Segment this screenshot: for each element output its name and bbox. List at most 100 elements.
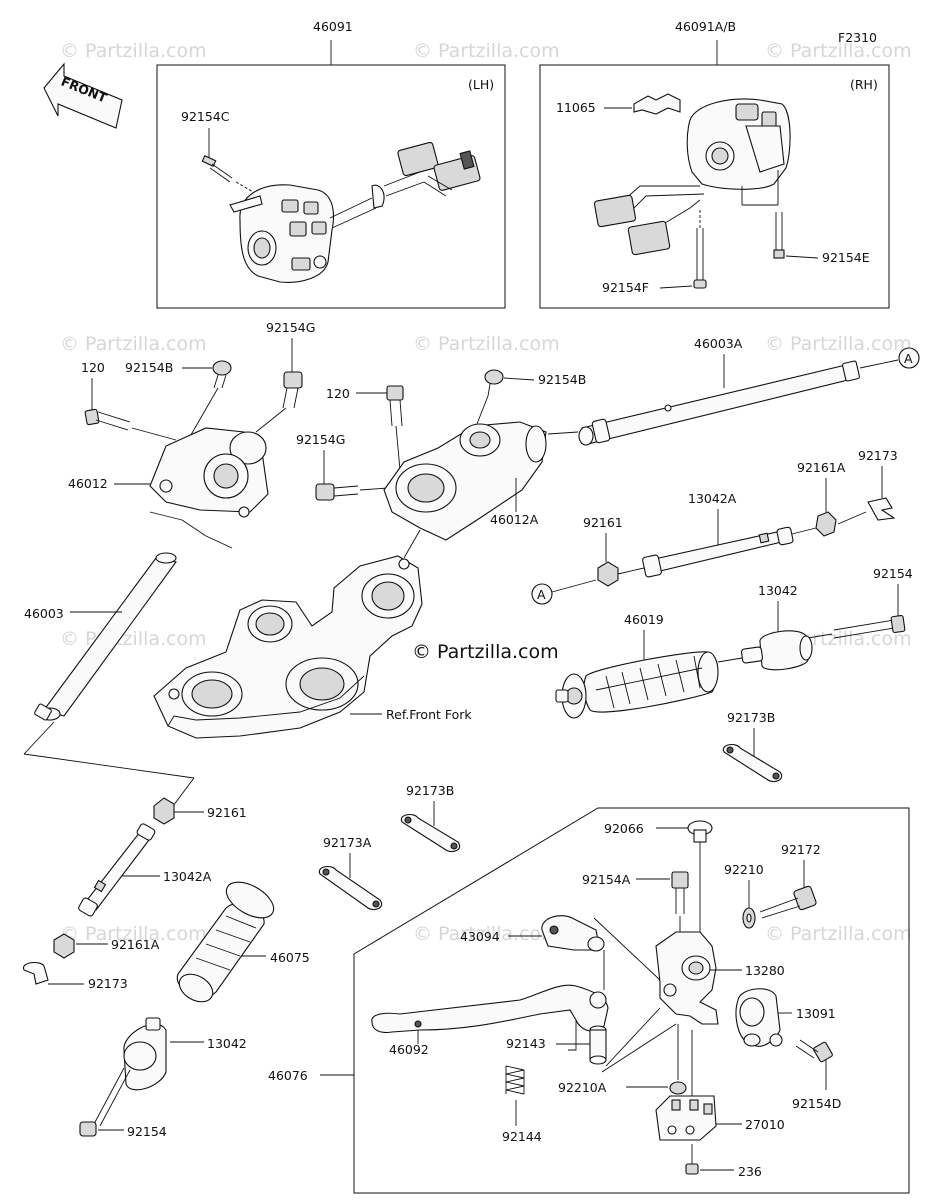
- callout-27010: 27010: [745, 1117, 785, 1132]
- nut-92161A-right: [815, 511, 837, 537]
- callout-46003A: 46003A: [694, 336, 743, 351]
- callout-46012A: 46012A: [490, 512, 539, 527]
- screw-92154F: [693, 210, 707, 289]
- callout-92161A-left: 92161A: [111, 937, 160, 952]
- callout-92210: 92210: [724, 862, 764, 877]
- callout-13280: 13280: [745, 963, 785, 978]
- callout-46012: 46012: [68, 476, 108, 491]
- callout-92154G-right: 92154G: [296, 432, 345, 447]
- watermark: © Partzilla.com: [413, 923, 560, 945]
- plate-92173A: [318, 865, 383, 911]
- plate-92173B-middle: [400, 813, 461, 853]
- callout-13042A: 13042A: [688, 491, 737, 506]
- callout-92154E: 92154E: [822, 250, 870, 265]
- lh-handle-holder-46012: [149, 427, 269, 518]
- watermark: © Partzilla.com: [413, 40, 560, 62]
- clamp-13091: [735, 988, 783, 1047]
- figure-code: F2310: [838, 30, 877, 45]
- clip-92173-left: [22, 961, 49, 985]
- inset-lh-side: (LH): [468, 77, 494, 92]
- callout-92154G: 92154G: [266, 320, 315, 335]
- plate-92173B-right: [722, 743, 783, 783]
- callout-46092: 46092: [389, 1042, 429, 1057]
- watermark: © Partzilla.com: [60, 923, 207, 945]
- lh-handlebar-46003: [34, 552, 177, 721]
- nut-92161-left: [153, 797, 175, 825]
- callout-92161A: 92161A: [797, 460, 846, 475]
- screw-92154E: [741, 170, 785, 259]
- connector-circle-A-top: A: [898, 347, 920, 369]
- callout-92154C: 92154C: [181, 109, 230, 124]
- bar-end-weight-13042-right: [740, 630, 813, 671]
- callout-92154: 92154: [873, 566, 913, 581]
- inset-rh-side: (RH): [850, 77, 878, 92]
- bolt-120-left: [84, 408, 131, 431]
- callout-92143: 92143: [506, 1036, 546, 1051]
- weight-shaft-13042A-right: [642, 526, 794, 578]
- rh-wire-harness: [593, 185, 705, 256]
- callout-13091: 13091: [796, 1006, 836, 1021]
- callout-43094: 43094: [460, 929, 500, 944]
- bracket-11065: [633, 93, 681, 115]
- watermark: © Partzilla.com: [413, 333, 560, 355]
- bolt-92154A: [671, 871, 689, 914]
- callout-92172: 92172: [781, 842, 821, 857]
- washer-92210: [742, 907, 756, 929]
- bolt-92154G-right: [315, 483, 359, 501]
- callout-92210A: 92210A: [558, 1080, 607, 1095]
- callout-46019: 46019: [624, 612, 664, 627]
- switch-27010: [655, 1095, 717, 1141]
- callout-92173: 92173: [858, 448, 898, 463]
- sleeve-92143: [589, 1025, 607, 1065]
- callout-46091A-B: 46091A/B: [675, 19, 736, 34]
- screw-92154C: [201, 155, 233, 183]
- screw-92172: [759, 885, 817, 919]
- callout-92144: 92144: [502, 1129, 542, 1144]
- callout-46075: 46075: [270, 950, 310, 965]
- rh-handlebar-46003A: [578, 360, 860, 446]
- copyright-notice: © Partzilla.com: [412, 641, 559, 663]
- watermark: © Partzilla.com: [60, 333, 207, 355]
- weight-shaft-13042A-left: [78, 823, 156, 917]
- callout-92154A: 92154A: [582, 872, 631, 887]
- callout-120-right: 120: [326, 386, 350, 401]
- grip-46075-left: [176, 881, 275, 1003]
- callout-92154B: 92154B: [125, 360, 173, 375]
- screw-92154B-right: [484, 369, 504, 397]
- callout-92173-left: 92173: [88, 976, 128, 991]
- connector-circle-A-bottom: A: [531, 583, 553, 605]
- callout-92173A: 92173A: [323, 835, 372, 850]
- watermark: © Partzilla.com: [765, 333, 912, 355]
- callout-92154-left: 92154: [127, 1124, 167, 1139]
- callout-A-bottom: A: [537, 587, 546, 602]
- callout-46091: 46091: [313, 19, 353, 34]
- washer-92210A: [669, 1081, 687, 1095]
- callout-46076: 46076: [268, 1068, 308, 1083]
- lever-46092: [371, 984, 609, 1051]
- bolt-92154G-left: [282, 371, 303, 409]
- callout-92161: 92161: [583, 515, 623, 530]
- callout-11065: 11065: [556, 100, 596, 115]
- callout-92154D: 92154D: [792, 1096, 841, 1111]
- callout-92173B-middle: 92173B: [406, 783, 454, 798]
- lh-wire-harness: [329, 141, 481, 229]
- callout-A: A: [904, 351, 913, 366]
- callout-92154B-right: 92154B: [538, 372, 586, 387]
- callout-120: 120: [81, 360, 105, 375]
- inset-rh-switch: 46091A/B (RH) 11065: [539, 19, 890, 309]
- nut-92161-right: [597, 561, 619, 587]
- front-arrow-icon: FRONT: [43, 62, 123, 129]
- callout-92173B: 92173B: [727, 710, 775, 725]
- lever-holder-13280: [655, 931, 719, 1025]
- screw-236: [685, 1144, 699, 1175]
- bar-end-weight-13042-left: [123, 1017, 167, 1091]
- watermark: © Partzilla.com: [60, 628, 207, 650]
- callout-236: 236: [738, 1164, 762, 1179]
- nut-92161A-left: [53, 933, 75, 959]
- callout-92154F: 92154F: [602, 280, 649, 295]
- spring-92144: [505, 1065, 525, 1095]
- callout-13042: 13042: [758, 583, 798, 598]
- adjuster-43094: [541, 915, 605, 952]
- lh-switch-housing: [229, 184, 335, 283]
